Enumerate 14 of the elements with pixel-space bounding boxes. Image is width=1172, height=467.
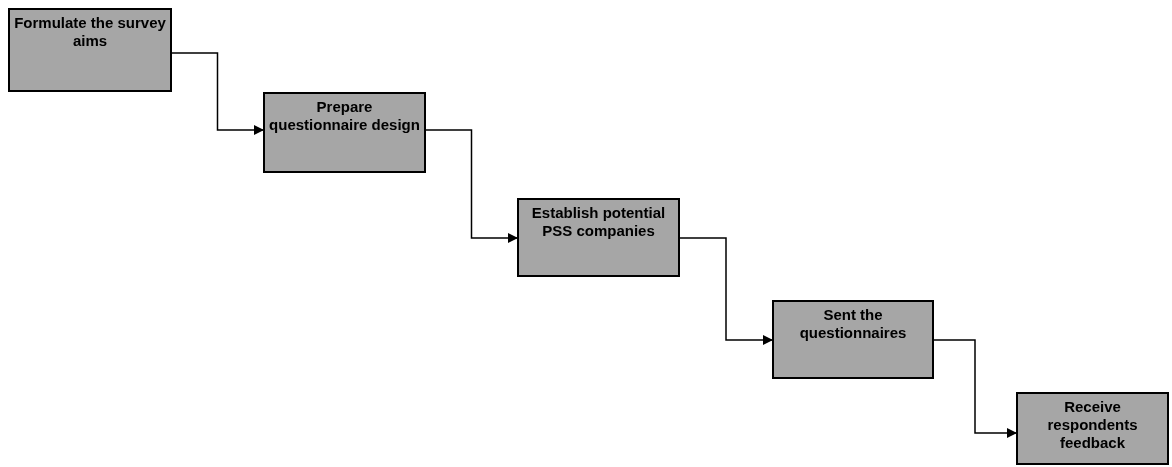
process-box: [1016, 392, 1169, 465]
process-box: [8, 8, 172, 92]
connector-arrow: [425, 129, 518, 243]
process-box: [772, 300, 934, 379]
process-box: [517, 198, 680, 277]
process-box: [263, 92, 426, 173]
step-label: Sent the questionnaires: [798, 306, 908, 342]
connector-arrow: [933, 339, 1017, 438]
step-label: Establish potential PSS companies: [530, 204, 667, 240]
connector-arrow: [679, 237, 773, 345]
connector-arrow: [171, 52, 264, 135]
step-label: Receive respondents feedback: [1046, 398, 1139, 452]
step-label: Formulate the survey aims: [14, 14, 166, 50]
step-label: Prepare questionnaire design: [269, 98, 420, 134]
